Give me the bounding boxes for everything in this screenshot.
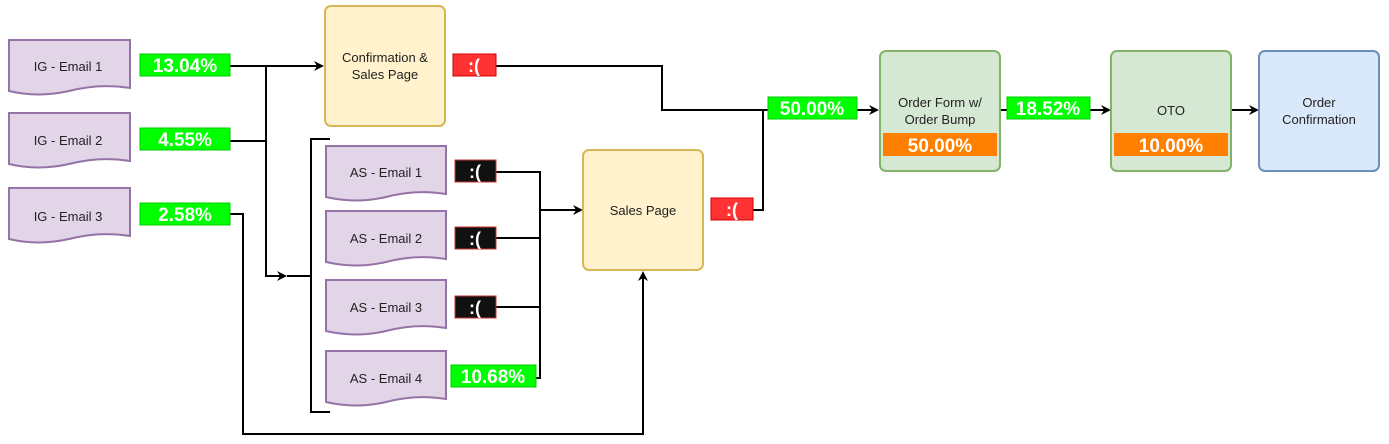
edge-sales-to-order xyxy=(753,110,764,211)
document-shape xyxy=(8,112,131,169)
oto-rate-badge xyxy=(1114,133,1228,156)
document-shape xyxy=(325,279,447,336)
order-form-line1: Order Form w/ xyxy=(898,95,982,110)
document-shape xyxy=(8,187,131,244)
edge-as-email-1 xyxy=(496,171,541,210)
as-email-2-rate-badge: :( xyxy=(454,226,497,250)
as-email-4-rate-badge: 10.68% xyxy=(450,364,537,388)
ig-email-1-rate-badge: 13.04% xyxy=(139,53,231,77)
ig-email-2-rate: 4.55% xyxy=(158,130,212,151)
document-shape xyxy=(325,350,447,407)
ig-email-1-node[interactable]: IG - Email 1 xyxy=(8,39,131,96)
ig-email-2-node[interactable]: IG - Email 2 xyxy=(8,112,131,169)
edge-ig-email-3 xyxy=(230,213,648,435)
sales-page-rate-badge: :( xyxy=(710,197,754,221)
as-email-2-label: AS - Email 2 xyxy=(350,231,422,246)
ig-email-3-label: IG - Email 3 xyxy=(34,209,103,224)
ig-email-2-rate-badge: 4.55% xyxy=(139,127,231,151)
as-email-4-rate: 10.68% xyxy=(461,367,526,388)
ig-email-3-rate: 2.58% xyxy=(158,205,212,226)
order-bump-rate: 50.00% xyxy=(908,136,973,157)
merge-rate-badge: 50.00% xyxy=(767,96,858,120)
as-email-4-label: AS - Email 4 xyxy=(350,371,422,386)
confirmation-sales-page-node[interactable]: Confirmation & Sales Page xyxy=(324,5,446,127)
ig-email-3-node[interactable]: IG - Email 3 xyxy=(8,187,131,244)
oto-node[interactable]: OTO 10.00% xyxy=(1110,50,1232,172)
document-shape xyxy=(325,210,447,267)
as-email-4-node[interactable]: AS - Email 4 xyxy=(325,350,447,407)
ig-email-3-rate-badge: 2.58% xyxy=(139,202,231,226)
order-confirmation-line2: Confirmation xyxy=(1282,112,1356,127)
as-email-1-rate: :( xyxy=(469,162,481,182)
as-email-3-node[interactable]: AS - Email 3 xyxy=(325,279,447,336)
order-form-rate: 18.52% xyxy=(1016,99,1081,120)
oto-rate: 10.00% xyxy=(1139,136,1204,157)
as-email-2-rate: :( xyxy=(469,229,481,249)
order-confirmation-line1: Order xyxy=(1302,95,1336,110)
order-bump-rate-badge xyxy=(883,133,997,156)
edge-ig-email-2 xyxy=(230,66,267,142)
merge-rate: 50.00% xyxy=(780,99,845,120)
edge-to-as-group xyxy=(265,141,287,281)
document-shape xyxy=(325,145,447,202)
order-confirmation-node[interactable]: Order Confirmation xyxy=(1258,50,1380,172)
ig-email-1-label: IG - Email 1 xyxy=(34,59,103,74)
confirmation-page-rate: :( xyxy=(468,56,480,76)
edge-as-email-3 xyxy=(496,210,541,308)
as-email-1-label: AS - Email 1 xyxy=(350,165,422,180)
order-form-node[interactable]: Order Form w/ Order Bump 50.00% xyxy=(879,50,1001,172)
as-email-1-rate-badge: :( xyxy=(454,159,497,183)
oto-label: OTO xyxy=(1157,103,1185,118)
confirmation-page-line2: Sales Page xyxy=(352,67,419,82)
order-form-line2: Order Bump xyxy=(905,112,976,127)
sales-page-label: Sales Page xyxy=(610,203,677,218)
confirmation-page-line1: Confirmation & xyxy=(342,50,428,65)
as-email-3-rate-badge: :( xyxy=(454,295,497,319)
as-email-3-label: AS - Email 3 xyxy=(350,300,422,315)
edge-as-email-2 xyxy=(496,210,541,239)
ig-email-2-label: IG - Email 2 xyxy=(34,133,103,148)
edge-as-email-4 xyxy=(536,210,541,379)
sales-page-node[interactable]: Sales Page xyxy=(582,149,704,271)
as-email-3-rate: :( xyxy=(469,298,481,318)
order-form-rate-badge: 18.52% xyxy=(1006,96,1091,120)
confirmation-page-rate-badge: :( xyxy=(452,53,497,77)
as-email-1-node[interactable]: AS - Email 1 xyxy=(325,145,447,202)
sales-page-rate: :( xyxy=(726,200,738,220)
document-shape xyxy=(8,39,131,96)
as-email-2-node[interactable]: AS - Email 2 xyxy=(325,210,447,267)
ig-email-1-rate: 13.04% xyxy=(153,56,218,77)
